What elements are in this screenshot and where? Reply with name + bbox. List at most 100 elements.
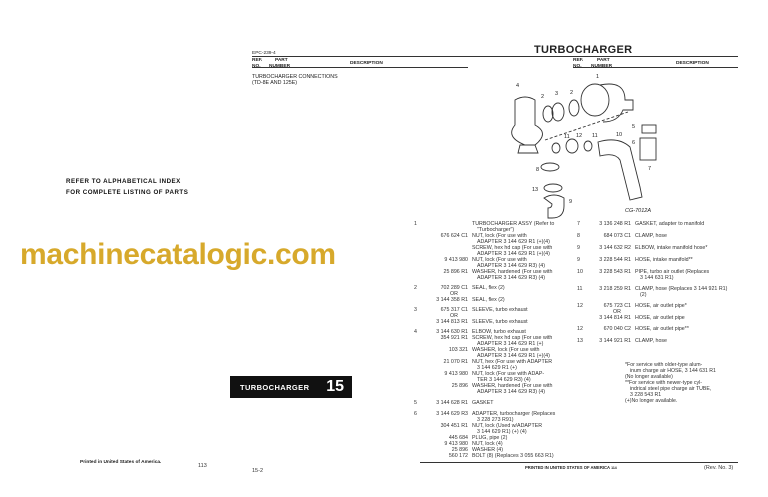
part-description: TURBOCHARGER ASSY (Refer to"Turbocharger…	[472, 221, 574, 233]
ref-number: 7	[577, 221, 580, 227]
part-number: 702 289 C1	[440, 285, 468, 291]
section-tab[interactable]: TURBOCHARGER 15	[230, 376, 352, 398]
footer-rule	[420, 462, 738, 463]
description-line: SCREW, hex hd cap (For use with	[472, 245, 553, 251]
description-line: ADAPTER 3 144 629 R1 (+)(4)	[477, 251, 550, 257]
sleeve-part	[551, 102, 565, 122]
part-number: OR	[613, 309, 621, 315]
footnote-line: (No longer available)	[625, 374, 673, 380]
parts-row: OR	[414, 291, 574, 297]
part-description: HOSE, air outlet pipe	[635, 315, 742, 321]
part-number: 445 684	[448, 435, 468, 441]
description-line: ELBOW, turbo exhaust	[472, 329, 526, 335]
section-tab-label: TURBOCHARGER	[240, 382, 310, 392]
col-desc: DESCRIPTION	[350, 61, 383, 66]
callout-9: 9	[569, 199, 572, 205]
doc-code: EPC-239-4	[252, 51, 276, 56]
part-description: BOLT (8) (Replaces 3 055 663 R1)	[472, 453, 574, 459]
parts-row: OR	[577, 309, 742, 315]
ref-number: 6	[414, 411, 417, 417]
ref-number	[414, 359, 428, 371]
part-description: NUT, lock (For use with ADAP-TER 3 144 6…	[472, 371, 574, 383]
turbocharger-part	[580, 83, 610, 117]
part-number: 3 144 358 R1	[436, 297, 468, 303]
part-description: HOSE, intake manifold**	[635, 257, 742, 263]
description-line: HOSE, air outlet pipe*	[635, 303, 687, 309]
callout-11b: 11	[592, 133, 598, 139]
section-tab-number: 15	[326, 378, 344, 395]
description-line: WASHER, hardened (For use with	[472, 383, 553, 389]
col-desc-right: DESCRIPTION	[676, 61, 709, 66]
part-description: GASKET	[472, 400, 574, 406]
description-line: PIPE, turbo air outlet (Replaces	[635, 269, 710, 275]
part-number: 3 218 259 R1	[599, 286, 631, 292]
part-number: 9 413 980	[444, 257, 468, 263]
description-line: HOSE, air outlet pipe**	[635, 326, 689, 332]
part-number: 3 144 814 R1	[599, 315, 631, 321]
ref-number	[414, 423, 428, 435]
part-number: 3 144 629 R3	[436, 411, 468, 417]
callout-8: 8	[536, 167, 539, 173]
col-part-right: PARTNUMBER	[591, 58, 612, 69]
description-line: HOSE, air outlet pipe	[635, 315, 685, 321]
col-rule-right	[573, 67, 738, 68]
part-number: 9 413 980	[444, 371, 468, 377]
description-line: CLAMP, hose (Replaces 3 144 921 R1)	[635, 286, 728, 292]
ref-number: 3	[414, 307, 417, 313]
callout-1: 1	[596, 74, 599, 80]
description-line: 3 228 273 R91)	[477, 417, 514, 423]
part-description: ELBOW, intake manifold hose*	[635, 245, 742, 251]
part-number: 25 896 R1	[443, 269, 468, 275]
ref-number: 9	[577, 245, 580, 251]
footer-page-number: 114	[611, 466, 617, 470]
callout-10: 10	[616, 132, 622, 138]
description-line: WASHER, hardened (For use with	[472, 269, 553, 275]
part-number: 304 451 R1	[440, 423, 468, 429]
index-note-line1: REFER TO ALPHABETICAL INDEX	[66, 178, 181, 185]
description-line: (2)	[640, 292, 647, 298]
description-line: SEAL, flex (2)	[472, 285, 505, 291]
ref-number	[414, 319, 428, 325]
ref-number	[414, 233, 428, 245]
callout-2b: 2	[570, 90, 573, 96]
part-number: OR	[450, 291, 458, 297]
footer-revision: (Rev. No. 3)	[704, 465, 734, 471]
ref-number	[414, 245, 428, 257]
part-description: GASKET, adapter to manifold	[635, 221, 742, 227]
description-line: PLUG, pipe (2)	[472, 435, 508, 441]
elbow-part	[511, 96, 543, 146]
part-description: ELBOW, turbo exhaust	[472, 329, 574, 335]
footnote-line: indrical steel pipe charge air TUBE,	[630, 386, 712, 392]
ref-number	[414, 383, 428, 395]
callout-12: 12	[576, 133, 582, 139]
part-number: 3 144 630 R1	[436, 329, 468, 335]
callout-2: 2	[541, 94, 544, 100]
pipe-part	[597, 139, 643, 201]
header-rule	[252, 56, 738, 58]
description-line: SEAL, flex (2)	[472, 297, 505, 303]
part-number	[428, 221, 472, 233]
ref-number	[414, 371, 428, 383]
footnote-line: *For service with older-type alum-	[625, 362, 703, 368]
part-number: 25 896	[451, 383, 468, 389]
part-description: SLEEVE, turbo exhaust	[472, 319, 574, 325]
part-description: CLAMP, hose	[635, 338, 742, 344]
